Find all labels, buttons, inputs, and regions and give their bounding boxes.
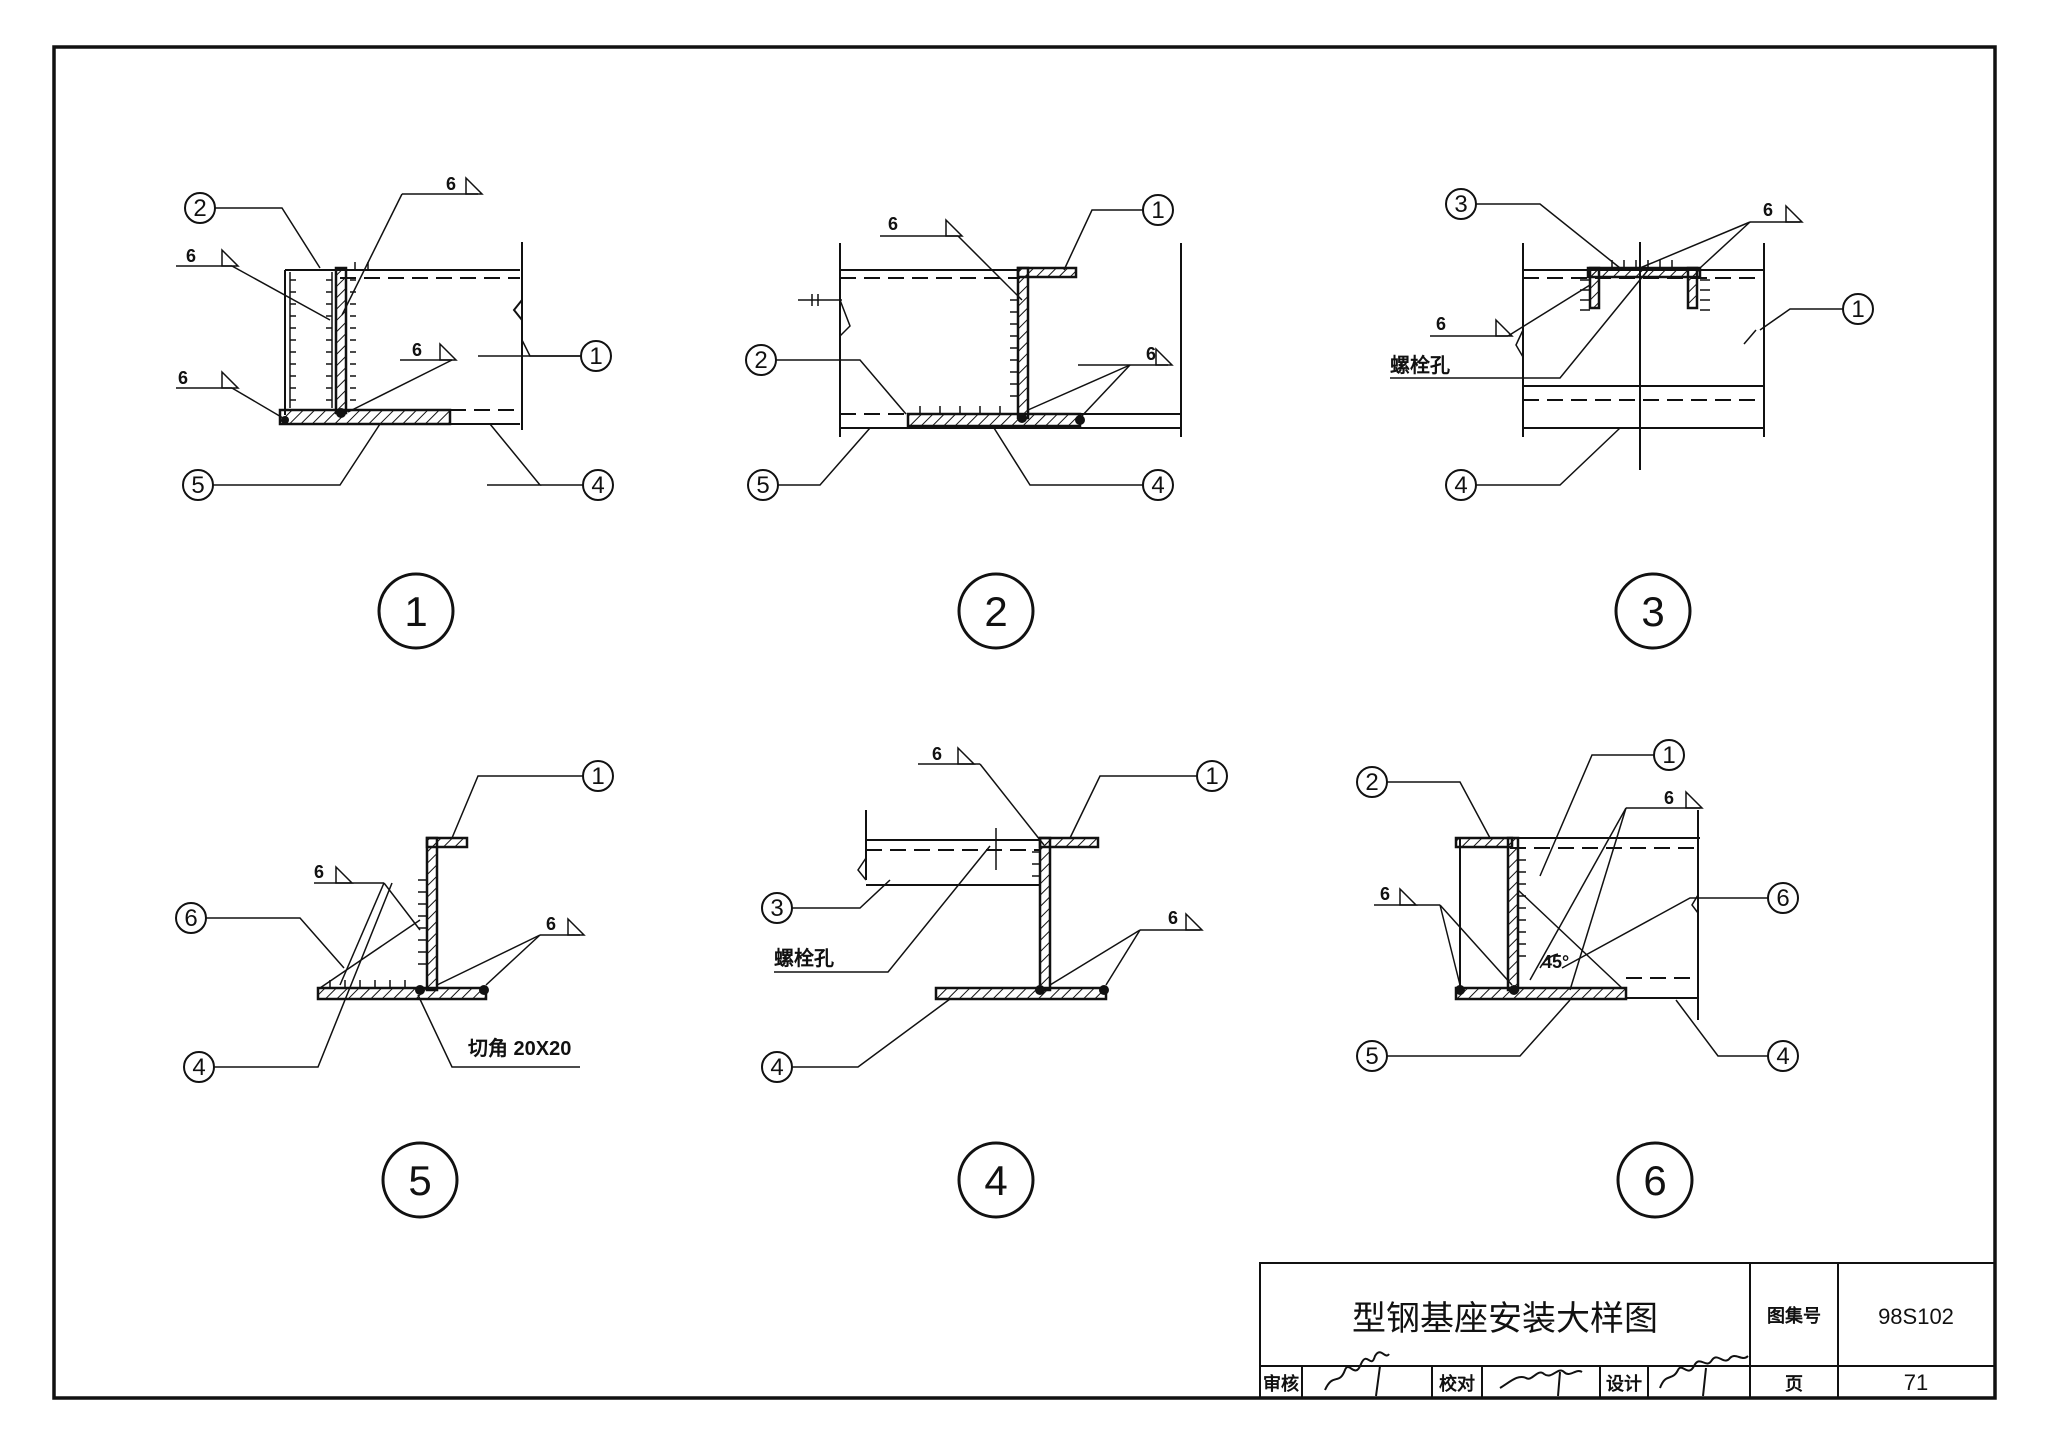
detail-5-title: 5 [408,1157,431,1204]
callout-1: 1 [1151,197,1164,224]
weld-size-label: 6 [932,744,942,764]
detail-1: 6 6 6 6 2 1 5 4 1 [176,174,614,650]
weld-size-label: 6 [178,368,188,388]
reviewer-signature [1324,1351,1390,1397]
callout-2: 2 [193,195,206,222]
callout-4: 4 [1151,472,1164,499]
callout-4: 4 [192,1054,205,1081]
corner-cut-label: 切角 20X20 [468,1036,571,1060]
page-label: 页 [1785,1374,1803,1394]
detail-3-title: 3 [1641,588,1664,635]
weld-size-label: 6 [546,914,556,934]
design-label: 设计 [1606,1373,1642,1394]
callout-6: 6 [1776,885,1789,912]
weld-size-label: 6 [1168,908,1178,928]
callout-1: 1 [1662,742,1675,769]
review-label: 审核 [1263,1373,1299,1394]
weld-size-label: 6 [412,340,422,360]
callout-3: 3 [1454,191,1467,218]
weld-size-label: 6 [1763,200,1773,220]
callout-2: 2 [754,347,767,374]
weld-size-label: 6 [314,862,324,882]
bolt-hole-label: 螺栓孔 [1390,353,1450,377]
callout-5: 5 [756,472,769,499]
callout-5: 5 [191,472,204,499]
check-label: 校对 [1439,1373,1475,1394]
page-number: 71 [1904,1370,1928,1395]
detail-4-title: 4 [984,1157,1007,1204]
callout-1: 1 [589,343,602,370]
weld-size-label: 6 [1380,884,1390,904]
sheet-border [52,45,1997,1400]
checker-signature [1499,1369,1583,1397]
detail-1-title: 1 [404,588,427,635]
detail-5: 6 6 1 6 4 切角 20X20 5 [175,760,614,1219]
callout-5: 5 [1365,1043,1378,1070]
weld-size-label: 6 [186,246,196,266]
callout-6: 6 [184,905,197,932]
callout-1: 1 [1851,296,1864,323]
detail-3: 6 6 3 螺栓孔 1 4 3 [1390,188,1874,650]
title-block: 型钢基座安装大样图 图集号 98S102 审核 校对 设计 页 71 [1259,1262,1996,1399]
weld-size-label: 6 [1664,788,1674,808]
callout-2: 2 [1365,769,1378,796]
angle-label: 45° [1542,952,1569,972]
callout-4: 4 [1776,1043,1789,1070]
callout-1: 1 [1205,763,1218,790]
callout-4: 4 [1454,472,1467,499]
designer-signature [1659,1355,1749,1397]
detail-2-title: 2 [984,588,1007,635]
drawing-title: 型钢基座安装大样图 [1352,1300,1658,1338]
callout-4: 4 [770,1054,783,1081]
weld-size-label: 6 [1436,314,1446,334]
callout-4: 4 [591,472,604,499]
weld-size-label: 6 [888,214,898,234]
detail-6-title: 6 [1643,1157,1666,1204]
atlas-label: 图集号 [1767,1305,1821,1326]
detail-2: 6 6 1 2 5 4 2 [745,194,1182,650]
callout-1: 1 [591,763,604,790]
atlas-number: 98S102 [1878,1304,1954,1329]
weld-size-label: 6 [446,174,456,194]
bolt-hole-label: 螺栓孔 [774,946,834,970]
callout-3: 3 [770,895,783,922]
detail-4: 6 6 1 3 螺栓孔 4 4 [761,744,1228,1219]
weld-size-label: 6 [1146,344,1156,364]
detail-6: 45° 6 6 2 1 6 5 4 6 [1356,739,1799,1219]
